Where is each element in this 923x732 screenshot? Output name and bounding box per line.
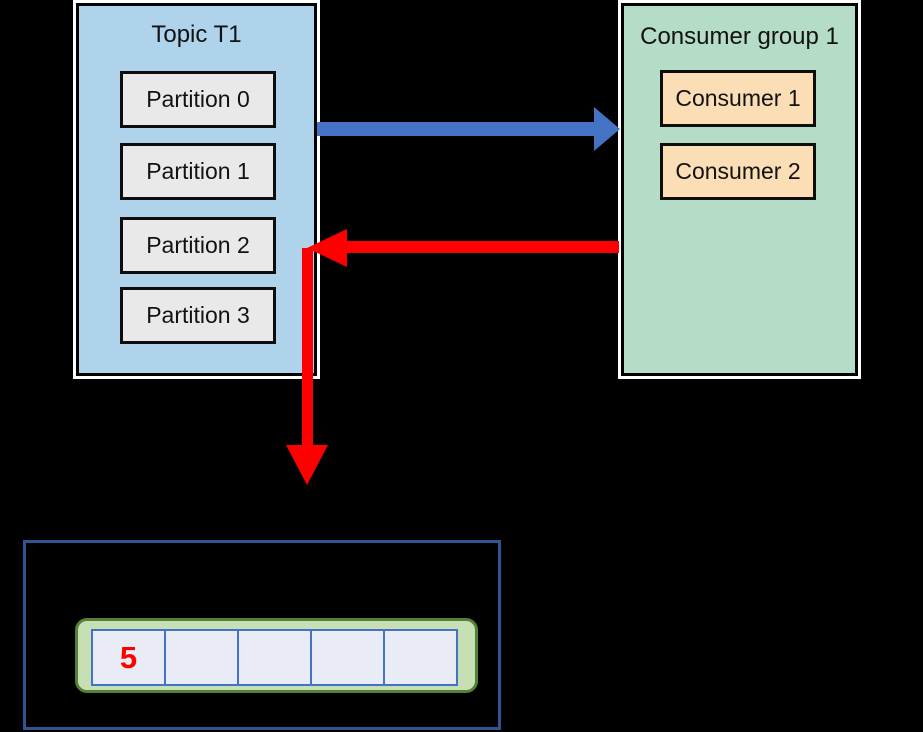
group-to-partition2-arrow-shaft	[347, 241, 619, 253]
topic-to-group-arrow-shaft	[317, 122, 594, 136]
offset-cell-1	[164, 629, 239, 686]
partition-2-box: Partition 2	[120, 217, 276, 274]
offset-value: 5	[119, 639, 138, 675]
offset-cell-4	[383, 629, 458, 686]
consumer-group-box: Consumer group 1 Consumer 1 Consumer 2	[618, 0, 861, 379]
consumer-1-label: Consumer 1	[675, 85, 801, 111]
partition-3-box: Partition 3	[120, 287, 276, 344]
offsets-cell-row: 5	[91, 629, 458, 686]
down-to-offsets-arrow-head-icon	[286, 445, 328, 485]
consumer-group-title: Consumer group 1	[640, 23, 839, 50]
partition-3-label: Partition 3	[146, 302, 250, 328]
consumer-2-label: Consumer 2	[675, 158, 801, 184]
topic-t1-box: Topic T1 Partition 0 Partition 1 Partiti…	[73, 0, 320, 379]
offsets-outer-box	[23, 540, 501, 730]
consumer-1-box: Consumer 1	[660, 70, 816, 127]
offset-cell-0: 5	[91, 629, 166, 686]
partition-1-box: Partition 1	[120, 143, 276, 200]
down-to-offsets-arrow-shaft	[302, 248, 313, 445]
offset-cell-2	[237, 629, 312, 686]
consumer-2-box: Consumer 2	[660, 143, 816, 200]
partition-0-label: Partition 0	[146, 86, 250, 112]
partition-1-label: Partition 1	[146, 158, 250, 184]
group-to-partition2-arrow-head-icon	[307, 229, 347, 267]
partition-0-box: Partition 0	[120, 71, 276, 128]
offset-cell-3	[310, 629, 385, 686]
topic-to-group-arrow-head-icon	[594, 107, 620, 151]
partition-2-label: Partition 2	[146, 232, 250, 258]
topic-title: Topic T1	[151, 21, 242, 48]
